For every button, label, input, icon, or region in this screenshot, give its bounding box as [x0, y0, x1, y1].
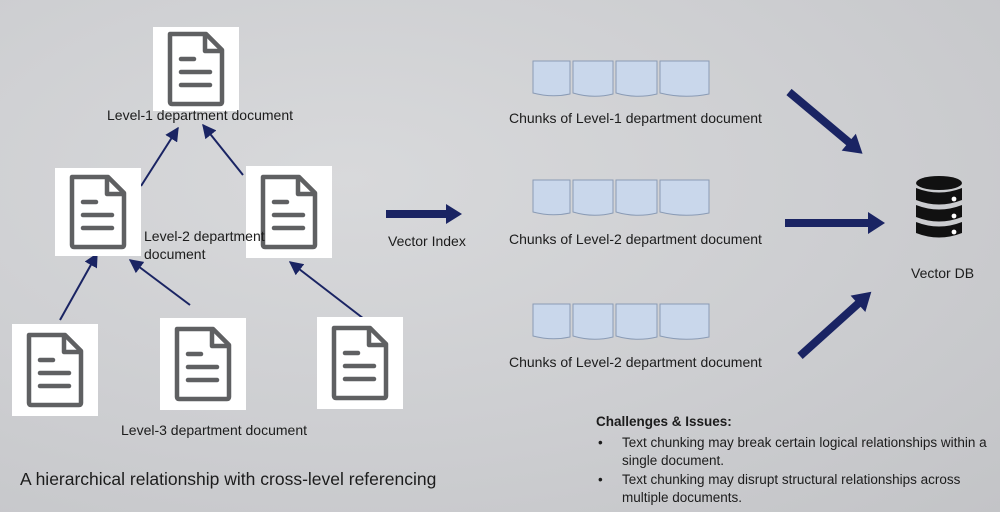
arrow-l3b-to-l2a [128, 259, 191, 306]
footer-caption: A hierarchical relationship with cross-l… [20, 469, 437, 489]
chunks-label-1: Chunks of Level-1 department document [509, 110, 762, 126]
challenges-list: Text chunking may break certain logical … [596, 434, 996, 508]
document-icon [66, 173, 130, 251]
document-icon [164, 30, 228, 108]
arrow-l3a-to-l2a [59, 252, 98, 321]
vector-index-arrow [386, 204, 462, 224]
level1-label: Level-1 department document [107, 107, 293, 123]
chunk3-to-db-arrow [797, 291, 872, 359]
chunks-row-3 [530, 301, 712, 343]
level3-document-box-1 [12, 324, 98, 416]
chunks-label-2: Chunks of Level-2 department document [509, 231, 762, 247]
level2-document-box-right [246, 166, 332, 258]
challenge-item-1: Text chunking may break certain logical … [596, 434, 996, 471]
level2-label: Level-2 department document [144, 227, 265, 263]
level2-document-box-left [55, 168, 141, 256]
chunks-row-1 [530, 58, 712, 100]
level1-document-box [153, 27, 239, 111]
level3-document-box-3 [317, 317, 403, 409]
arrow-l2a-to-l1 [140, 126, 179, 187]
document-icon [23, 331, 87, 409]
chunks-label-3: Chunks of Level-2 department document [509, 354, 762, 370]
arrow-l3c-to-l2b [288, 261, 369, 323]
chunks-row-2 [530, 177, 712, 219]
level3-label: Level-3 department document [121, 422, 307, 438]
database-icon [916, 176, 962, 238]
document-icon [171, 325, 235, 403]
level2-label-line1: Level-2 department [144, 228, 265, 244]
chunk1-to-db-arrow [786, 88, 863, 154]
level3-document-box-2 [160, 318, 246, 410]
vector-index-label: Vector Index [388, 233, 466, 249]
document-icon [328, 324, 392, 402]
document-icon [257, 173, 321, 251]
arrow-l2b-to-l1 [202, 123, 244, 176]
challenges-section: Challenges & Issues: Text chunking may b… [596, 413, 996, 508]
challenge-item-2: Text chunking may disrupt structural rel… [596, 471, 996, 508]
vector-db-label: Vector DB [911, 265, 975, 281]
chunk2-to-db-arrow [785, 212, 885, 234]
challenges-title: Challenges & Issues: [596, 414, 732, 429]
level2-label-line2: document [144, 246, 206, 262]
